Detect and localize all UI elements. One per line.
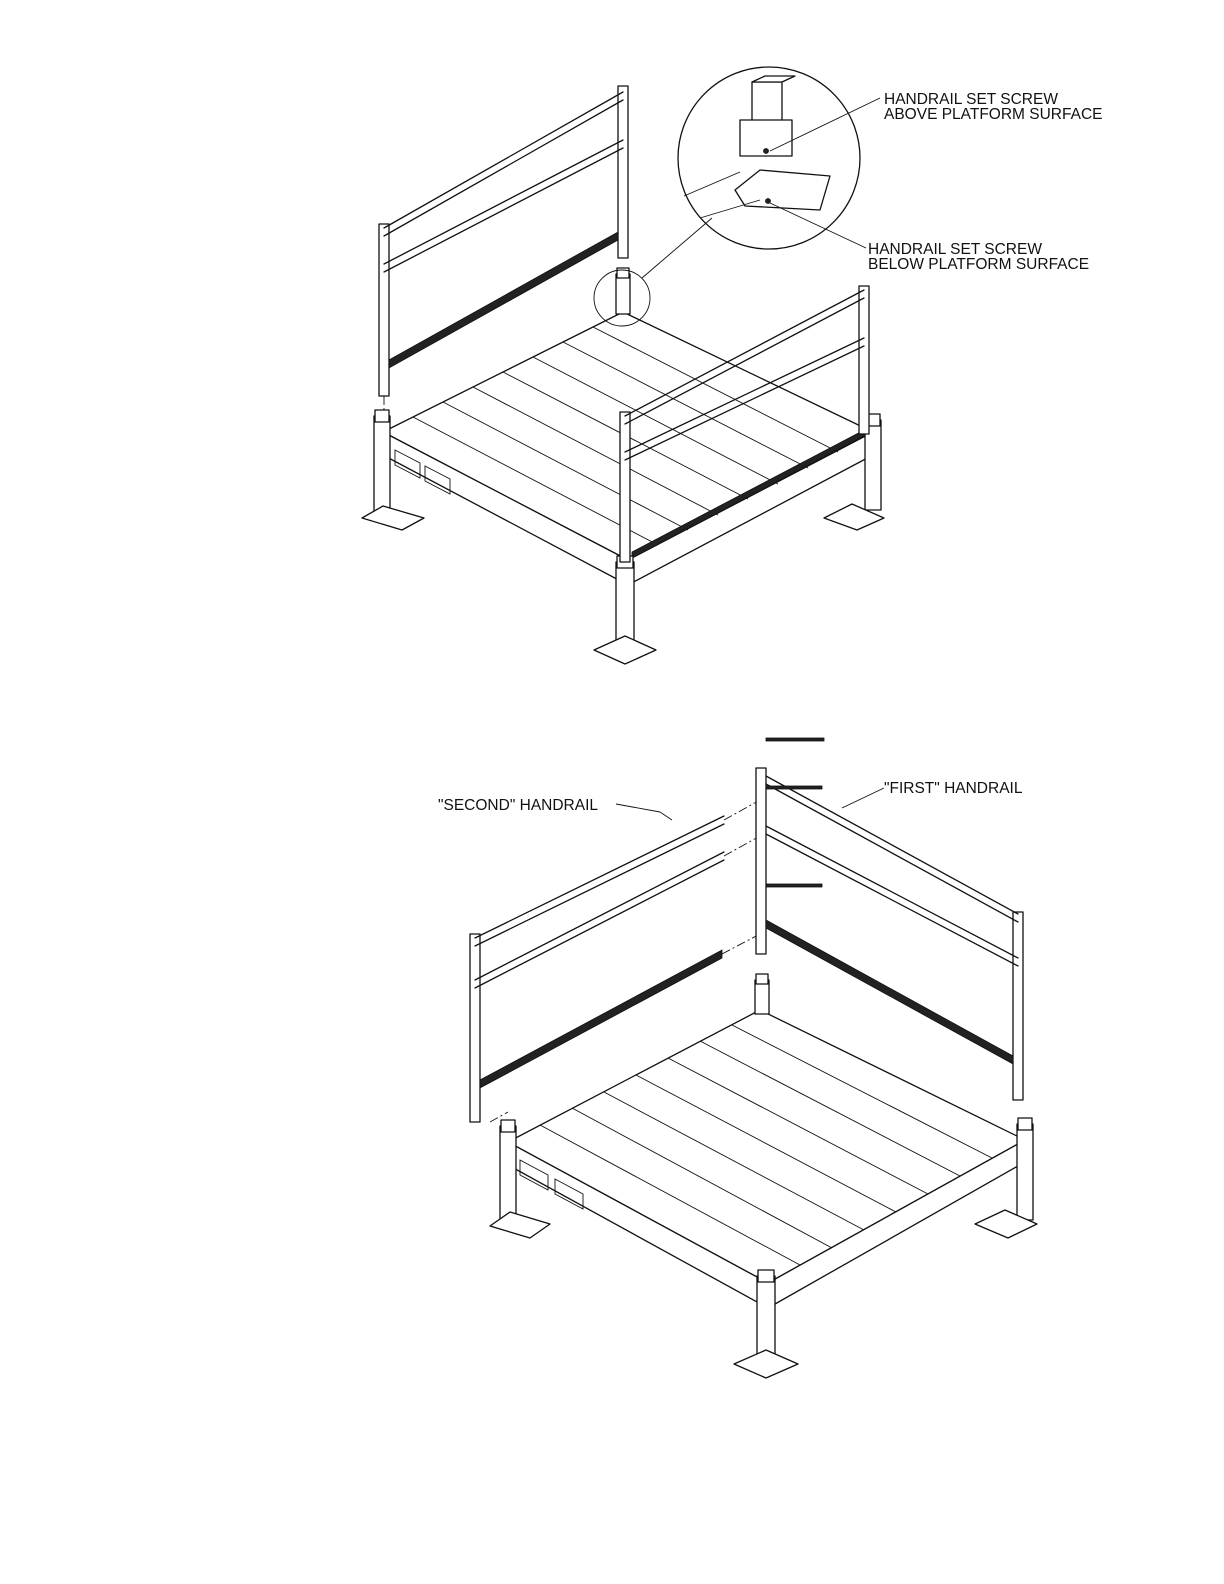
label-second-handrail: "SECOND" HANDRAIL — [438, 797, 672, 820]
callout-below-line2: BELOW PLATFORM SURFACE — [868, 256, 1089, 273]
bottom-platform-figure: "SECOND" HANDRAIL "FIRST" HANDRAIL — [438, 738, 1037, 1378]
bottom-platform-deck — [508, 1010, 1025, 1308]
second-handrail-label: "SECOND" HANDRAIL — [438, 797, 598, 814]
bracket-pins — [766, 738, 824, 887]
callout-set-screw-above: HANDRAIL SET SCREW ABOVE PLATFORM SURFAC… — [770, 91, 1102, 151]
first-handrail-label: "FIRST" HANDRAIL — [884, 780, 1023, 797]
callout-set-screw-below: HANDRAIL SET SCREW BELOW PLATFORM SURFAC… — [770, 203, 1089, 273]
top-detail-marker — [594, 218, 712, 326]
label-first-handrail: "FIRST" HANDRAIL — [842, 780, 1023, 808]
callout-above-line2: ABOVE PLATFORM SURFACE — [884, 106, 1102, 123]
top-detail-zoom — [678, 67, 860, 249]
top-platform-figure: HANDRAIL SET SCREW ABOVE PLATFORM SURFAC… — [362, 67, 1102, 664]
